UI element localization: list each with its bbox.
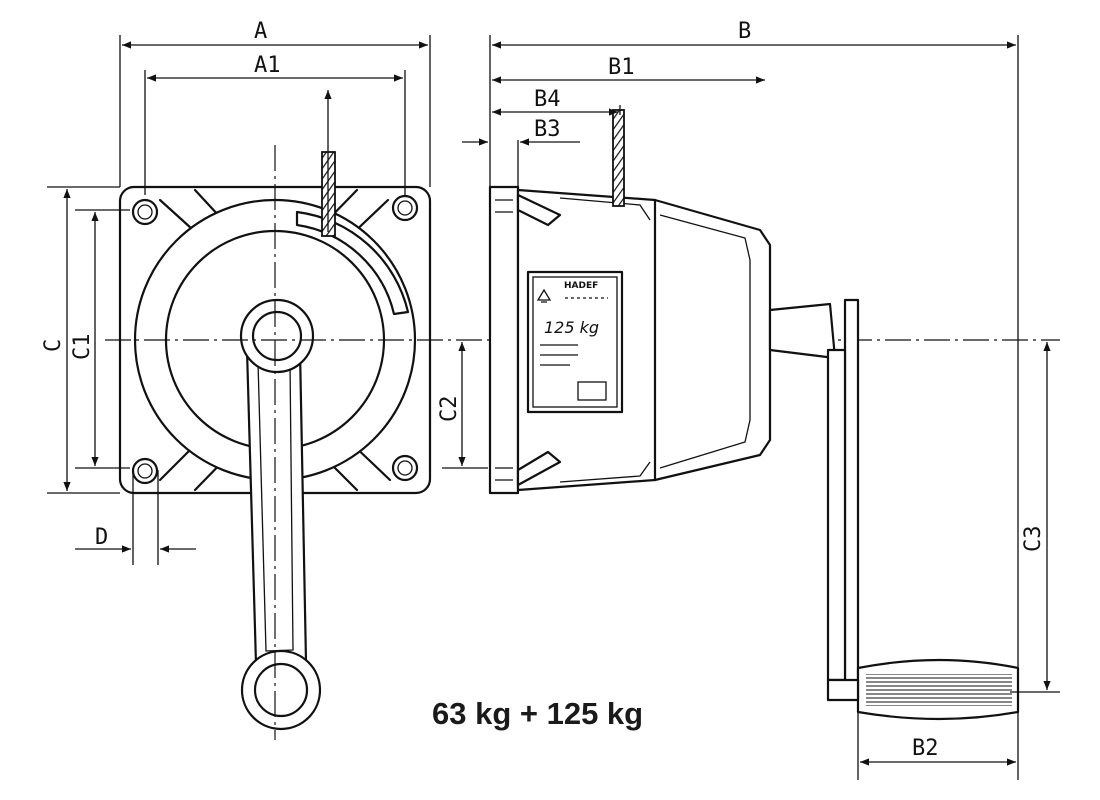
handle-grip [866, 674, 1012, 706]
flange [488, 185, 520, 495]
body-edge [559, 197, 651, 483]
capacity-caption: 63 kg + 125 kg [432, 696, 643, 731]
dimension-d-label: D [95, 525, 108, 550]
winch-body [516, 188, 772, 492]
crank-handle-boss [240, 649, 322, 731]
dimension-b3-label: B3 [534, 117, 561, 142]
body-rear-edge [659, 214, 751, 469]
dimension-b2-label: B2 [912, 736, 939, 761]
extension-lines [47, 186, 1060, 780]
front-view [105, 90, 1060, 740]
crank-hub [239, 298, 315, 374]
mounting-hole [131, 198, 159, 226]
dimension-b1-label: B1 [608, 55, 635, 80]
dimension-b-label: B [738, 19, 751, 44]
dimension-b4-label: B4 [534, 87, 561, 112]
gusset-bottom [516, 450, 562, 487]
extension-lines [119, 35, 431, 195]
shaft-bore [251, 310, 303, 362]
crank-side-arm [843, 298, 860, 692]
handle-pin [253, 662, 309, 718]
dimension-c3-label: C3 [1021, 526, 1046, 553]
mounting-hole [391, 194, 419, 222]
nameplate-border [532, 276, 618, 408]
side-view: HADEF 125 kg [488, 109, 1020, 721]
dimension-c-label: C [41, 339, 66, 352]
nameplate-capacity: 125 kg [544, 318, 599, 337]
extension-lines [132, 470, 159, 565]
crank-side-shank [826, 348, 847, 682]
rope-slot [295, 210, 410, 316]
gusset-top [516, 193, 562, 227]
nameplate-lines [540, 344, 578, 366]
hadef-logo [536, 288, 552, 303]
mounting-hole [131, 457, 159, 485]
mounting-hole [391, 454, 419, 482]
rope [612, 109, 625, 207]
dimension-c2-label: C2 [437, 396, 462, 423]
dimension-a-label: A [254, 19, 267, 44]
nameplate-brand: HADEF [564, 281, 598, 291]
dimension-c1-label: C1 [70, 334, 95, 361]
flange-bolts [495, 199, 513, 481]
shaft-boss [768, 302, 837, 360]
nameplate-box [577, 381, 607, 401]
extension-lines [489, 35, 1019, 780]
dimension-a1-label: A1 [254, 53, 281, 78]
crank-arm [245, 348, 308, 666]
dimensions: A A1 B B1 B4 B3 C C1 C2 C3 D B2 [41, 19, 1060, 780]
handle-pin [826, 678, 860, 702]
